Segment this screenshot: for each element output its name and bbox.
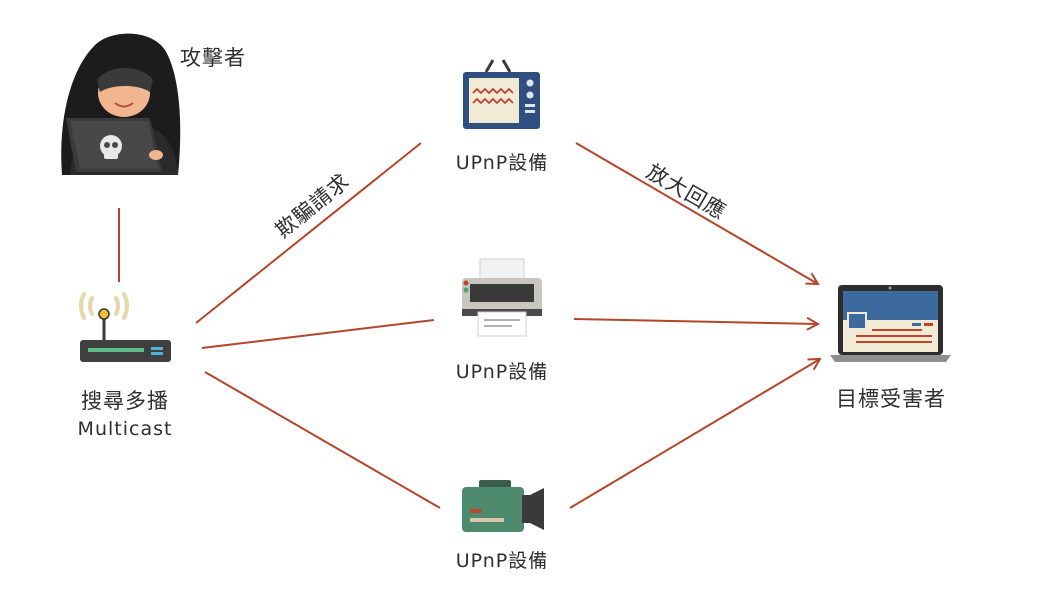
router-to-tv-line bbox=[195, 142, 422, 324]
printer-icon bbox=[462, 258, 542, 337]
victim-label: 目標受害者 bbox=[836, 387, 946, 411]
multicast-sublabel: Multicast bbox=[77, 418, 173, 440]
tv-icon bbox=[463, 59, 540, 129]
hacker-icon bbox=[61, 33, 181, 175]
laptop-icon bbox=[830, 285, 951, 362]
video-camera-icon bbox=[462, 480, 544, 532]
tv-device-label: UPnP設備 bbox=[455, 152, 549, 174]
attacker-label: 攻擊者 bbox=[180, 46, 246, 70]
camera-device-label: UPnP設備 bbox=[455, 550, 549, 572]
printer-to-victim-arrow bbox=[573, 319, 818, 324]
connector-lines bbox=[118, 142, 820, 509]
router-to-printer-line bbox=[201, 319, 435, 349]
router-icon bbox=[79, 292, 171, 362]
router-to-camera-line bbox=[204, 371, 441, 509]
multicast-label: 搜尋多播 bbox=[81, 389, 169, 413]
tv-to-victim-arrow bbox=[575, 142, 818, 284]
camera-to-victim-arrow bbox=[569, 359, 820, 509]
printer-device-label: UPnP設備 bbox=[455, 361, 549, 383]
